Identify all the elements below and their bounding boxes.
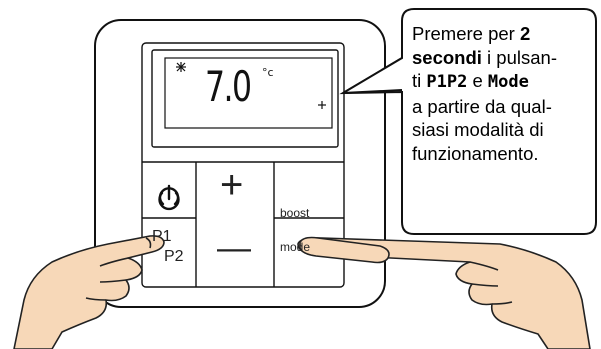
lcd-screen [164, 57, 333, 129]
temperature-readout: 7.0 [205, 62, 252, 111]
callout-line3-a: ti [412, 70, 427, 91]
callout-line5: siasi modalità di [412, 119, 544, 140]
snowflake-icon [176, 62, 186, 72]
callout-line1-a: Premere per [412, 23, 520, 44]
callout-line1-b: 2 [519, 23, 531, 44]
callout-text: Premere per 2 secondi i pulsan- ti P1P2 … [412, 22, 594, 165]
right-hand-illustration [297, 237, 591, 349]
left-hand-illustration [13, 235, 165, 349]
callout-line2-b: i pulsan- [481, 46, 557, 68]
callout-line2-a: secondi [412, 46, 482, 68]
callout-line6: funzionamento. [412, 142, 539, 164]
boost-label: boost [280, 206, 310, 220]
fan-icon [318, 101, 326, 109]
mode-label: mode [280, 240, 311, 254]
callout-line4: a partire da qual- [412, 95, 552, 117]
lcd-display [151, 49, 339, 148]
callout-line3-d: Mode [487, 72, 529, 92]
p2-label: P2 [164, 248, 184, 265]
right-index-finger [299, 236, 390, 264]
callout-line3-c: e [467, 70, 488, 91]
plus-label: + [220, 163, 244, 207]
callout-bubble [339, 8, 597, 235]
temperature-unit: °c [262, 66, 274, 79]
callout-line3-b: P1P2 [426, 72, 468, 92]
minus-label: — [217, 229, 251, 267]
p1-label: P1 [152, 228, 172, 245]
